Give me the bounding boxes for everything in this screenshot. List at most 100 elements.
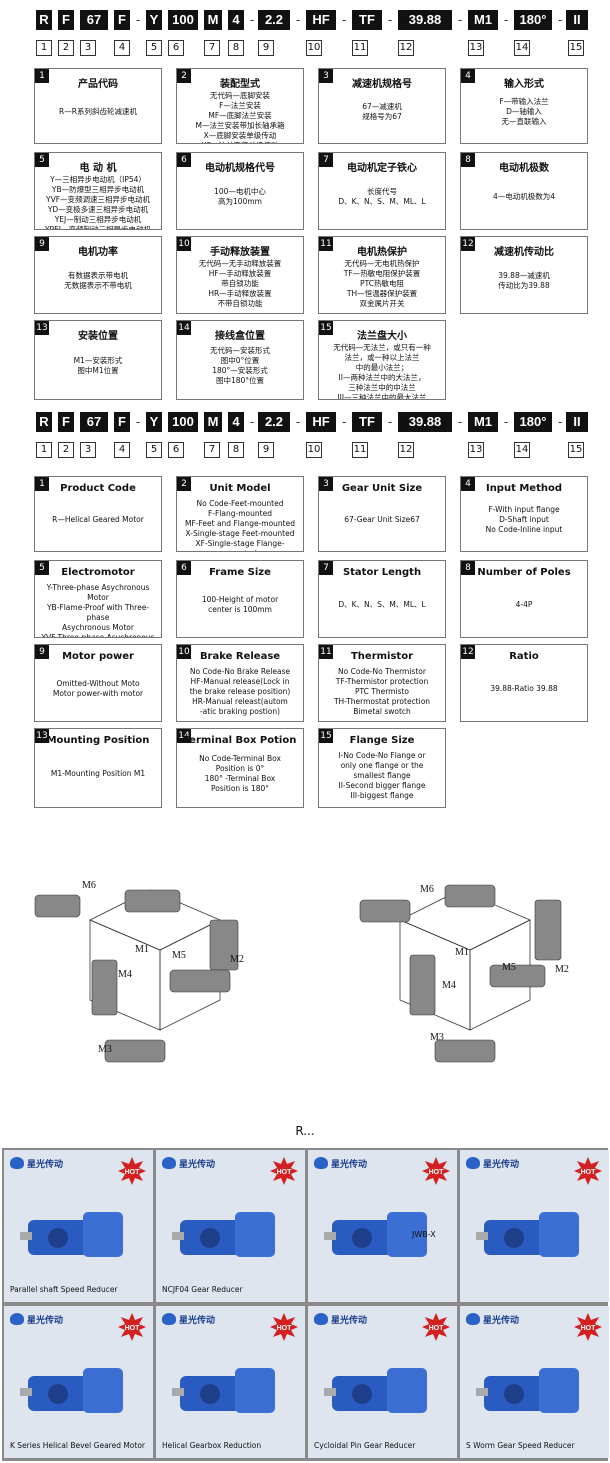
brand-logo: 星光传动	[314, 1312, 367, 1326]
code-chip: F	[114, 412, 130, 432]
hot-label: HOT	[125, 1169, 141, 1176]
definition-title: Flange Size	[349, 735, 415, 746]
hot-badge-icon: HOT	[270, 1157, 298, 1185]
code-separator: -	[558, 13, 563, 27]
brand-name: 星光传动	[331, 1159, 368, 1170]
hot-badge-icon: HOT	[574, 1157, 602, 1185]
definition-title: Thermistor	[350, 651, 414, 662]
code-chip: II	[566, 412, 588, 432]
label-m6: M6	[82, 880, 96, 891]
logo-icon	[314, 1313, 328, 1325]
definition-number: 7	[319, 561, 333, 575]
definition-title: 减速机传动比	[494, 247, 554, 258]
position-number: 7	[204, 40, 220, 56]
label-m1: M1	[135, 944, 149, 955]
definition-body: No Code-Feet-mounted F-Flang-mounted MF-…	[185, 499, 295, 551]
code-chip: 100	[168, 412, 198, 432]
position-number: 5	[146, 442, 162, 458]
definition-body: M1-Mounting Position M1	[50, 769, 146, 778]
position-number: 3	[80, 40, 96, 56]
definition-body: 39.88-Ratio 39.88	[490, 684, 558, 693]
definition-number: 1	[35, 477, 49, 491]
hot-label: HOT	[581, 1325, 597, 1332]
definition-body: R—R系列斜齿轮减速机	[59, 107, 137, 116]
product-card[interactable]: 星光传动 HOT	[460, 1150, 609, 1302]
definition-title: 产品代码	[78, 79, 118, 90]
product-caption: Parallel shaft Speed Reducer	[10, 1285, 118, 1294]
code-separator: -	[250, 13, 255, 27]
hot-badge-icon: HOT	[118, 1157, 146, 1185]
definition-title: 装配型式	[220, 79, 260, 90]
position-number: 8	[228, 40, 244, 56]
definition-body: No Code-Terminal Box Position is 0° 180°…	[199, 754, 281, 793]
definition-number: 15	[319, 321, 333, 335]
code-chip: R	[36, 10, 52, 30]
code-separator: -	[504, 13, 509, 27]
definition-title: 电动机极数	[499, 163, 549, 174]
definition-body: Y—三相异步电动机（IP54） YB—防爆型三相异步电动机 YVF—变频调速三相…	[44, 175, 152, 230]
logo-icon	[314, 1157, 328, 1169]
brand-name: 星光传动	[331, 1315, 368, 1326]
code-chip: F	[58, 412, 74, 432]
product-caption: NCJF04 Gear Reducer	[162, 1285, 243, 1294]
code-separator: -	[342, 13, 347, 27]
definition-title: Motor power	[62, 651, 134, 662]
product-image	[476, 1368, 579, 1413]
definition-body: 39.88—减速机 传动比为39.88	[498, 271, 550, 290]
definition-title: 安装位置	[78, 331, 118, 342]
position-number: 7	[204, 442, 220, 458]
code-separator: -	[136, 415, 141, 429]
position-number: 14	[514, 442, 530, 458]
code-chip: TF	[352, 10, 382, 30]
definition-title: Mounting Position	[46, 735, 150, 746]
brand-name: 星光传动	[483, 1159, 520, 1170]
code-chip: 39.88	[398, 10, 452, 30]
label-m6-right: M6	[420, 884, 434, 895]
definition-body: I-No Code-No Flange or only one flange o…	[338, 751, 426, 800]
label-m4: M4	[118, 969, 132, 980]
definition-title: Electromotor	[61, 567, 135, 578]
product-image	[172, 1368, 275, 1413]
definition-body: 有数据表示带电机 无数据表示不带电机	[64, 271, 132, 290]
position-number: 10	[306, 40, 322, 56]
definition-number: 6	[177, 153, 191, 167]
position-number: 13	[468, 40, 484, 56]
definition-number: 12	[461, 237, 475, 251]
code-separator: -	[250, 415, 255, 429]
code-separator: -	[558, 415, 563, 429]
position-number: 1	[36, 442, 52, 458]
code-chip: 2.2	[258, 412, 290, 432]
code-chip: Y	[146, 412, 162, 432]
code-chip: R	[36, 412, 52, 432]
code-chip: M1	[468, 412, 498, 432]
position-number: 2	[58, 442, 74, 458]
position-number: 15	[568, 40, 584, 56]
position-number: 6	[168, 40, 184, 56]
code-chip: 67	[80, 412, 108, 432]
definition-body: 无代码—底脚安装 F—法兰安装 MF—底脚法兰安装 M—法兰安装带加长轴承箱 X…	[195, 91, 285, 143]
definition-title: 减速机规格号	[352, 79, 412, 90]
code-chip: 4	[228, 412, 244, 432]
mounting-cube-left: M6 M1 M5 M2 M4 M3	[34, 880, 244, 1063]
definition-body: 长度代号 D、K、N、S、M、ML、L	[338, 187, 426, 206]
